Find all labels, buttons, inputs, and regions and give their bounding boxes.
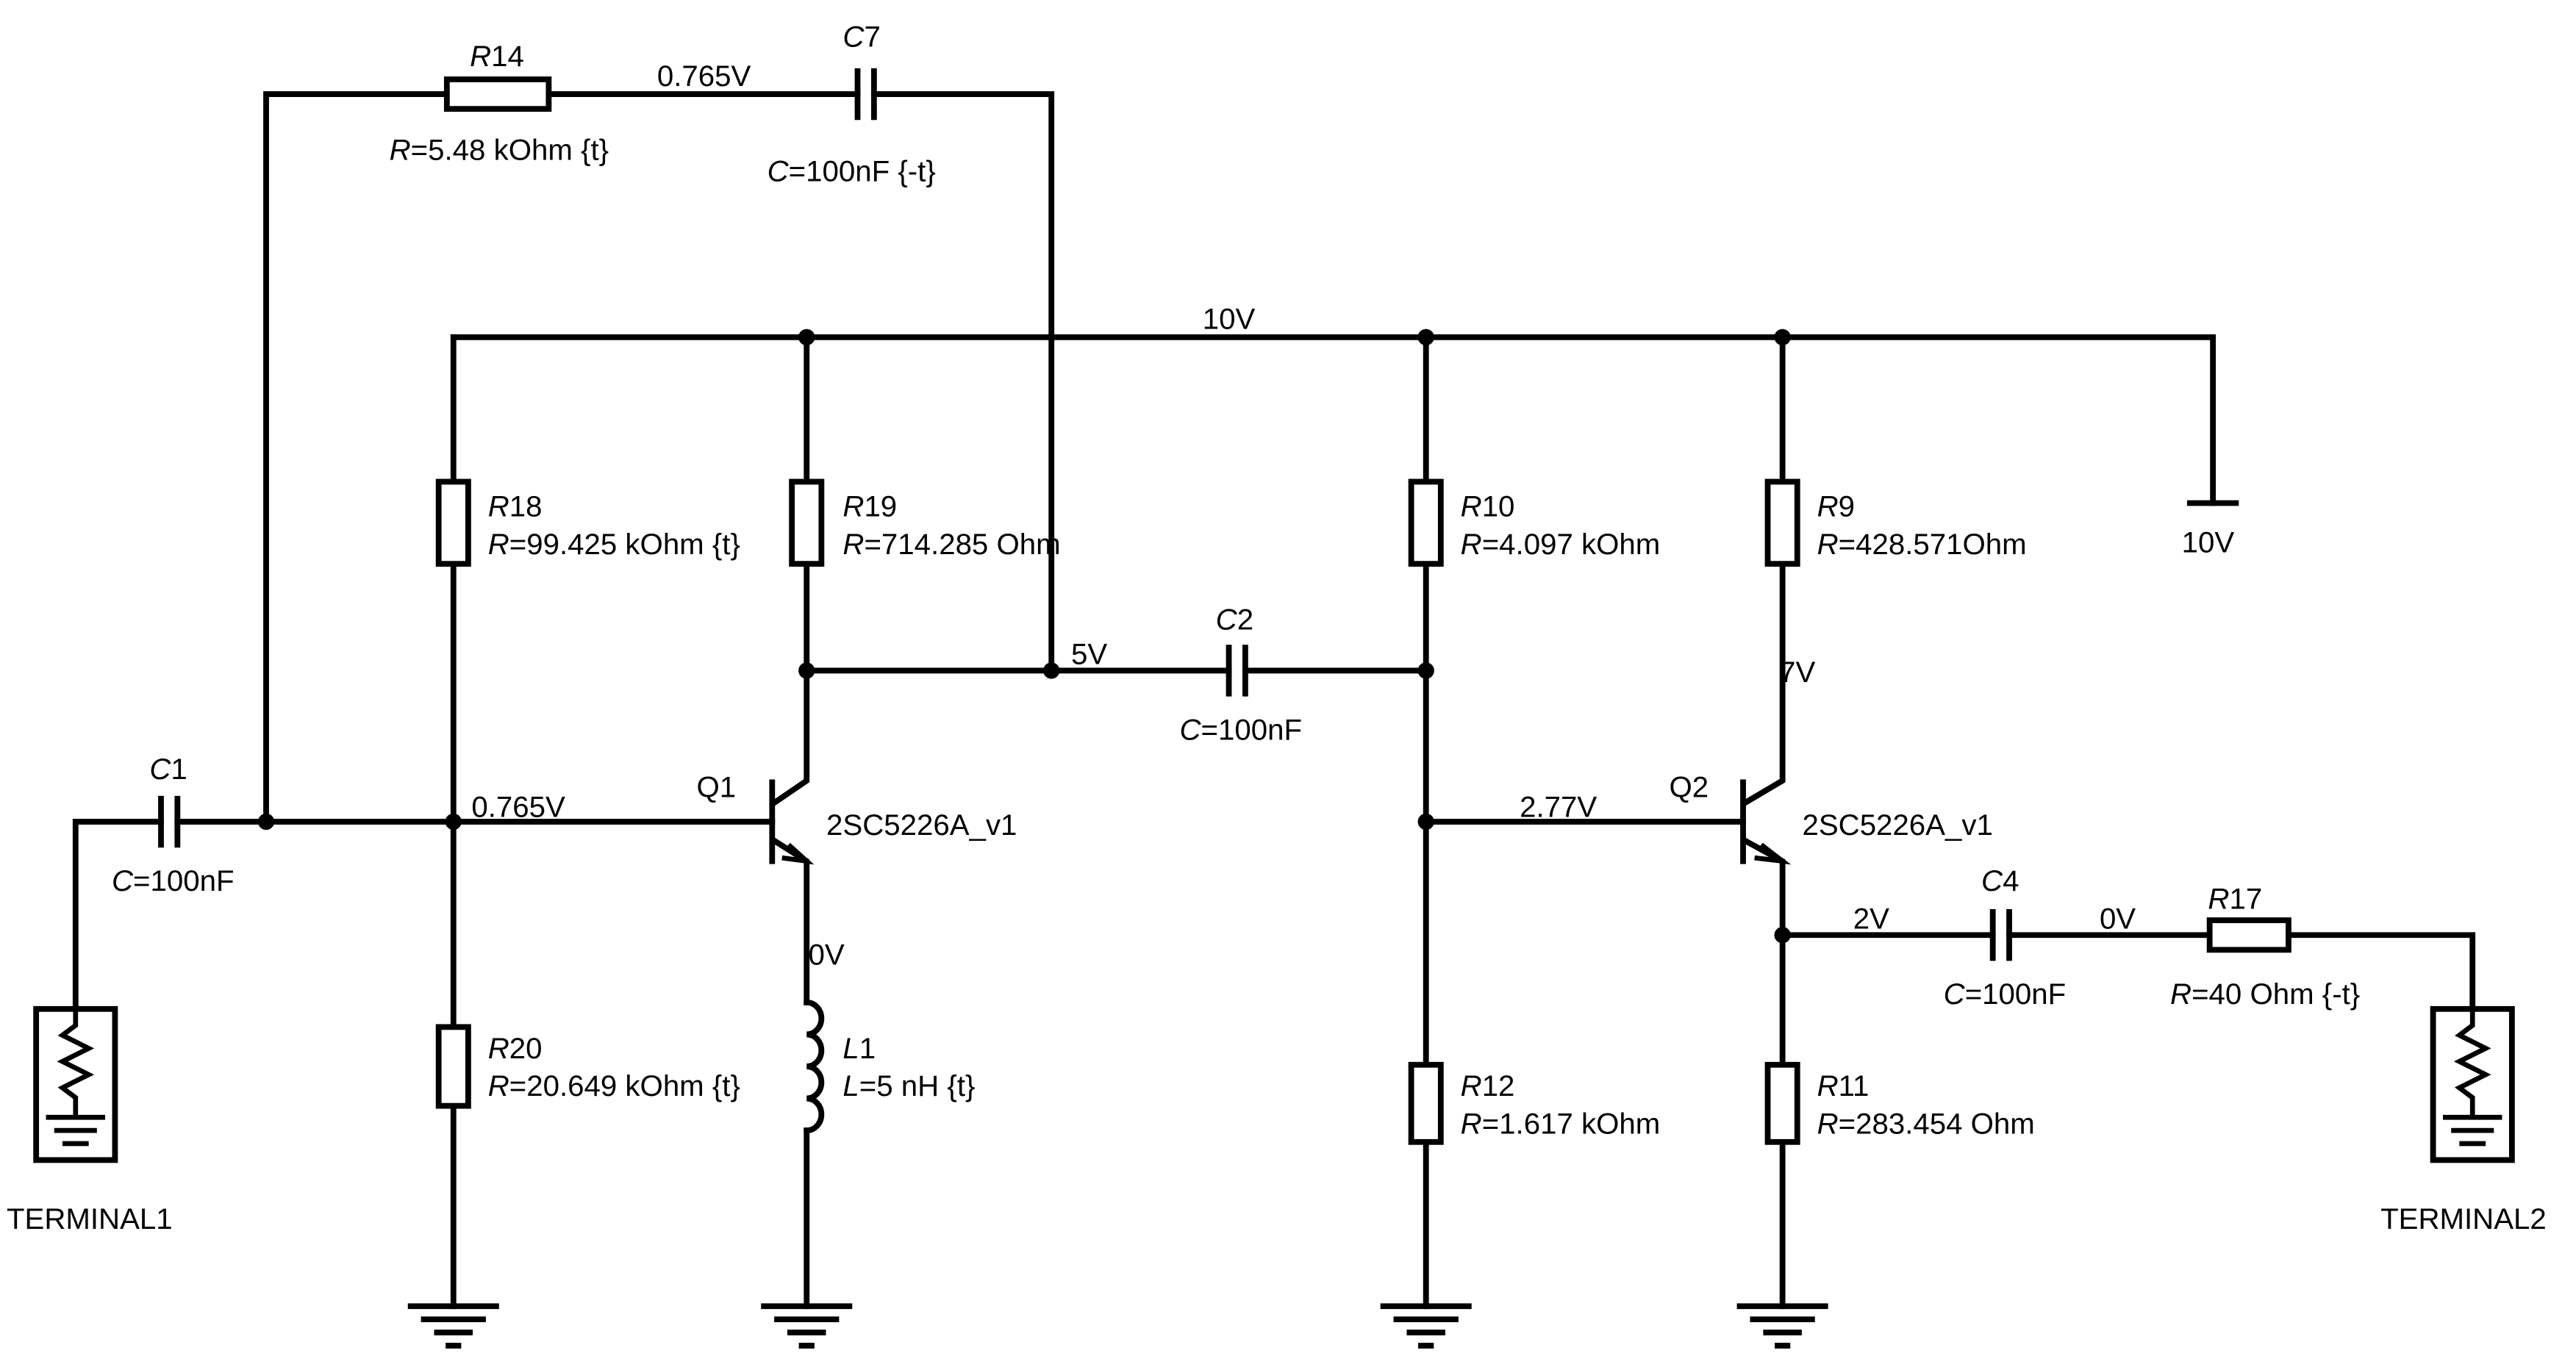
ground-symbol: [1380, 1303, 1472, 1349]
junction-dot: [1774, 927, 1791, 944]
label-r10-name: R10: [1461, 489, 1515, 523]
capacitor-c1: [158, 795, 181, 848]
label-c1-name: C1: [149, 753, 187, 786]
net-label-q2-emitter: 2V: [1853, 902, 1889, 935]
label-r18-name: R18: [488, 489, 543, 523]
transistor-q2: [1740, 779, 1792, 865]
net-label-q1-emitter: 0V: [808, 938, 844, 971]
label-r9-value: R=428.571Ohm: [1817, 528, 2027, 561]
label-r9-name: R9: [1817, 489, 1855, 523]
label-r19-name: R19: [842, 489, 897, 523]
resistor-r14: [443, 76, 552, 112]
junction-dot: [1043, 662, 1060, 679]
inductor-l1: [804, 999, 825, 1134]
junction-dot: [1417, 813, 1434, 831]
junction-dot: [257, 813, 275, 831]
capacitor-c4: [1989, 909, 2012, 961]
resistor-r17: [2206, 917, 2291, 953]
ground-symbol: [761, 1303, 853, 1349]
label-r20-name: R20: [488, 1032, 543, 1065]
net-label-q1-base: 0.765V: [471, 790, 565, 823]
label-c1-value: C=100nF: [112, 864, 235, 897]
label-r17-name: R17: [2208, 882, 2262, 915]
junction-dots: [257, 329, 1791, 944]
resistor-r12: [1408, 1061, 1444, 1145]
junction-dot: [798, 662, 815, 679]
label-q1-model: 2SC5226A_v1: [826, 808, 1017, 842]
label-q1-name: Q1: [697, 771, 737, 804]
label-r19-value: R=714.285 Ohm: [842, 528, 1060, 561]
ground-symbol: [407, 1303, 499, 1349]
capacitor-c7: [854, 68, 877, 121]
label-c2-name: C2: [1216, 603, 1253, 636]
resistor-r11: [1764, 1061, 1800, 1145]
wires: [72, 91, 2476, 1310]
junction-dot: [798, 329, 815, 345]
label-r12-value: R=1.617 kOhm: [1461, 1108, 1661, 1141]
junction-dot: [1417, 662, 1434, 679]
net-label-feedback: 0.765V: [657, 60, 751, 93]
net-label-output: 0V: [2100, 902, 2136, 935]
resistor-r19: [789, 478, 825, 567]
label-r11-value: R=283.454 Ohm: [1817, 1108, 2035, 1141]
label-q2-name: Q2: [1669, 771, 1709, 804]
junction-dot: [1417, 329, 1434, 345]
label-r11-name: R11: [1817, 1069, 1870, 1102]
junction-dot: [1774, 329, 1791, 345]
label-c4-value: C=100nF: [1944, 977, 2067, 1011]
label-q2-model: 2SC5226A_v1: [1802, 808, 1992, 842]
label-c2-value: C=100nF: [1180, 713, 1303, 746]
label-r17-value: R=40 Ohm {-t}: [2170, 977, 2360, 1011]
label-c4-name: C4: [1981, 864, 2019, 897]
label-terminal1: TERMINAL1: [7, 1202, 173, 1235]
label-l1-value: L=5 nH {t}: [842, 1069, 975, 1102]
label-r14-name: R14: [470, 40, 524, 73]
net-label-q2-base: 2.77V: [1520, 790, 1597, 823]
resistor-r9: [1764, 478, 1800, 567]
label-r14-value: R=5.48 kOhm {t}: [390, 133, 609, 166]
label-r12-name: R12: [1461, 1069, 1515, 1102]
label-c7-value: C=100nF {-t}: [768, 155, 936, 188]
resistor-r20: [435, 1024, 471, 1109]
label-r10-value: R=4.097 kOhm: [1461, 528, 1661, 561]
terminal2-symbol: [2430, 1005, 2515, 1163]
capacitor-c2: [1226, 645, 1248, 697]
resistor-r10: [1408, 478, 1444, 567]
label-l1-name: L1: [842, 1032, 876, 1065]
label-r20-value: R=20.649 kOhm {t}: [488, 1069, 740, 1102]
terminal1-symbol: [33, 1005, 118, 1163]
label-r18-value: R=99.425 kOhm {t}: [488, 528, 740, 561]
label-terminal2: TERMINAL2: [2380, 1202, 2547, 1235]
net-label-supply: 10V: [1203, 303, 1256, 336]
supply-label: 10V: [2182, 526, 2235, 559]
label-c7-name: C7: [842, 20, 880, 53]
ground-symbol: [1736, 1303, 1828, 1349]
resistor-r18: [435, 478, 471, 567]
transistor-q1: [769, 779, 815, 865]
net-label-q2-collector: 7V: [1779, 656, 1815, 689]
net-label-q1-collector: 5V: [1071, 638, 1107, 671]
junction-dot: [445, 813, 462, 831]
